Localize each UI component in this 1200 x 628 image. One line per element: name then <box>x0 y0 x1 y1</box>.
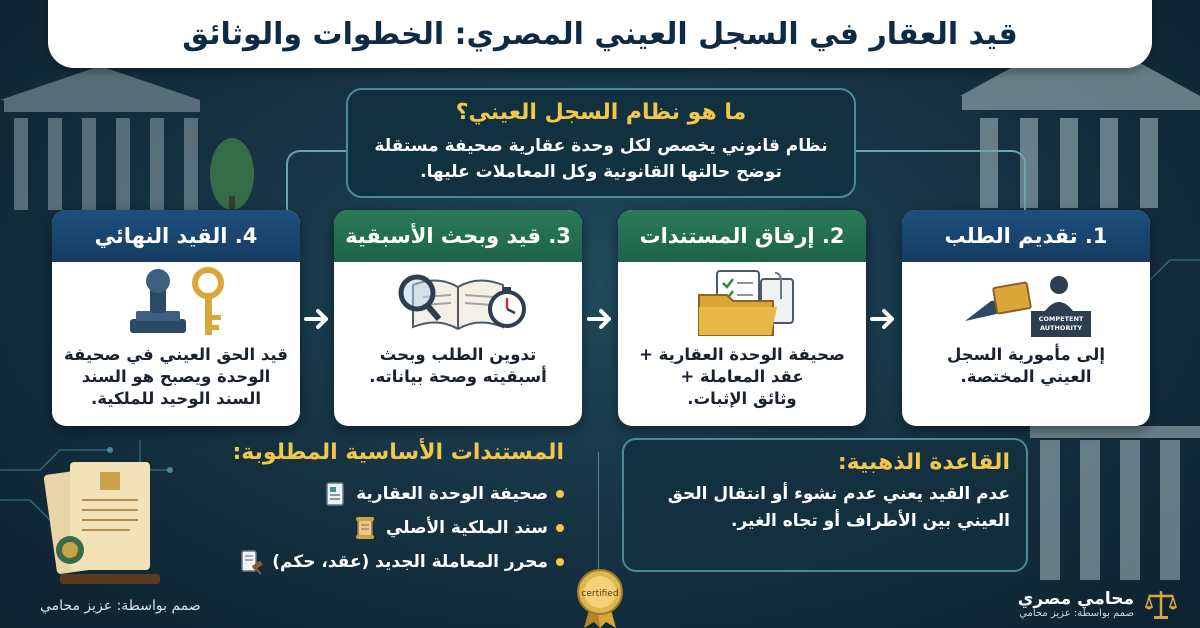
step-2-line-2: عقد المعاملة + <box>680 367 804 386</box>
arrow-right-icon <box>300 302 334 336</box>
page-title: قيد العقار في السجل العيني المصري: الخطو… <box>182 16 1018 52</box>
brand-logo: محامي مصري صمم بواسطة: عزيز محامي <box>978 584 1178 624</box>
intro-box: ما هو نظام السجل العيني؟ نظام قانوني يخص… <box>346 88 856 198</box>
brand-text: محامي مصري صمم بواسطة: عزيز محامي <box>1018 590 1134 619</box>
connector-line-right <box>856 150 1026 210</box>
bullet-icon <box>556 558 564 566</box>
step-4-line-3: السند الوحيد للملكية. <box>90 389 262 408</box>
document-label: محرر المعاملة الجديد (عقد، حكم) <box>272 552 548 572</box>
golden-rule-box: القاعدة الذهبية: عدم القيد يعني عدم نشوء… <box>622 438 1028 572</box>
brand-subtitle: صمم بواسطة: عزيز محامي <box>1019 607 1134 619</box>
stamp-key-icon <box>52 262 300 344</box>
connector-line-left <box>286 150 346 210</box>
step-3-line-2: أسبقيته وصحة بياناته. <box>369 367 547 386</box>
book-magnifier-stopwatch-icon <box>334 262 582 344</box>
icon-caption-line-1: COMPETENT <box>1039 315 1084 323</box>
list-item: سند الملكية الأصلي <box>184 511 564 545</box>
certified-label: certified <box>581 589 618 599</box>
icon-caption-line-2: AUTHORITY <box>1040 324 1082 332</box>
step-2-header: 2. إرفاق المستندات <box>618 210 866 262</box>
document-label: سند الملكية الأصلي <box>385 518 548 538</box>
arrow-right-icon <box>866 302 900 336</box>
step-1-text: إلى مأمورية السجل العيني المختصة. <box>902 344 1150 388</box>
list-item: محرر المعاملة الجديد (عقد، حكم) <box>184 545 564 579</box>
intro-line-2: توضح حالتها القانونية وكل المعاملات عليه… <box>420 162 782 182</box>
scales-icon <box>1144 591 1178 619</box>
step-2-text: صحيفة الوحدة العقارية + عقد المعاملة + و… <box>618 344 866 410</box>
step-1-line-2: العيني المختصة. <box>960 367 1092 386</box>
certified-badge: certified <box>577 569 623 628</box>
step-card-4: 4. القيد النهائي قيد الحق العيني في صحيف… <box>52 210 300 426</box>
step-4-line-1: قيد الحق العيني في صحيفة <box>64 345 288 364</box>
list-item: صحيفة الوحدة العقارية <box>184 477 564 511</box>
arrow-right-icon <box>583 302 617 336</box>
documents-heading: المستندات الأساسية المطلوبة: <box>232 440 564 465</box>
step-2-line-1: صحيفة الوحدة العقارية + <box>639 345 845 364</box>
brand-name: محامي مصري <box>1017 588 1134 609</box>
folder-documents-icon <box>618 262 866 344</box>
step-3-line-1: تدوين الطلب وبحث <box>379 345 537 364</box>
step-card-2: 2. إرفاق المستندات صحيفة الوحدة العقارية… <box>618 210 866 426</box>
bullet-icon <box>556 490 564 498</box>
title-bar: قيد العقار في السجل العيني المصري: الخطو… <box>48 0 1152 68</box>
step-4-header: 4. القيد النهائي <box>52 210 300 262</box>
step-3-text: تدوين الطلب وبحث أسبقيته وصحة بياناته. <box>334 344 582 388</box>
document-icon <box>326 482 344 506</box>
step-3-header: 3. قيد وبحث الأسبقية <box>334 210 582 262</box>
handing-folder-icon: COMPETENT AUTHORITY <box>902 262 1150 344</box>
step-4-text: قيد الحق العيني في صحيفة الوحدة ويصبح هو… <box>52 344 300 410</box>
certificate-illustration <box>43 462 160 584</box>
golden-rule-line-2: العيني بين الأطراف أو تجاه الغير. <box>731 511 1010 531</box>
step-1-header: 1. تقديم الطلب <box>902 210 1150 262</box>
step-card-3: 3. قيد وبحث الأسبقية تدوين الطلب وبحث أس… <box>334 210 582 426</box>
gavel-document-icon <box>241 550 263 575</box>
step-card-1: 1. تقديم الطلب COMPETENT AUTHORITY إلى م… <box>902 210 1150 426</box>
step-2-line-3: وثائق الإثبات. <box>687 389 797 408</box>
step-1-line-1: إلى مأمورية السجل <box>947 345 1105 364</box>
required-documents: المستندات الأساسية المطلوبة: صحيفة الوحد… <box>184 440 564 590</box>
golden-rule-line-1: عدم القيد يعني عدم نشوء أو انتقال الحق <box>667 484 1010 504</box>
step-4-line-2: الوحدة ويصبح هو السند <box>81 367 271 386</box>
golden-rule-heading: القاعدة الذهبية: <box>837 450 1010 475</box>
designer-credit: صمم بواسطة: عزيز محامي <box>40 598 201 614</box>
document-label: صحيفة الوحدة العقارية <box>356 484 548 504</box>
scroll-icon <box>355 517 374 539</box>
intro-line-1: نظام قانوني يخصص لكل وحدة عقارية صحيفة م… <box>374 136 828 156</box>
intro-heading: ما هو نظام السجل العيني؟ <box>455 100 747 125</box>
section-divider <box>598 452 599 570</box>
bullet-icon <box>556 524 564 532</box>
